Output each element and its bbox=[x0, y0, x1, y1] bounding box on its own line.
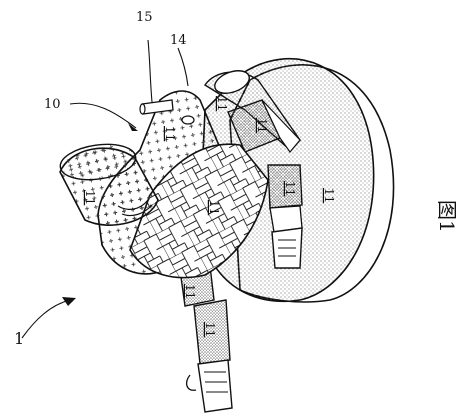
part-label-shell: 11 bbox=[163, 126, 177, 141]
right-leg bbox=[267, 164, 303, 269]
part-label-head: 11 bbox=[83, 190, 97, 205]
label-10: 10 bbox=[44, 97, 61, 112]
upper-arm bbox=[204, 70, 301, 153]
leader-14 bbox=[177, 47, 189, 87]
arrowhead-1 bbox=[62, 297, 76, 306]
leader-1 bbox=[21, 299, 71, 339]
label-1: 1 bbox=[14, 329, 24, 348]
part-label-brick: 11 bbox=[207, 200, 221, 215]
part-label-left-leg: 11 bbox=[203, 322, 217, 337]
brick-panel bbox=[129, 143, 269, 279]
tube-15 bbox=[139, 39, 174, 115]
head-cylinder bbox=[59, 143, 159, 226]
part-label-base: 11 bbox=[322, 188, 336, 203]
arrowheads bbox=[62, 123, 138, 306]
part-label-arm-mid: 11 bbox=[255, 118, 269, 133]
part-label-left-hip: 11 bbox=[183, 284, 197, 299]
part-label-arm-top: 11 bbox=[215, 96, 229, 111]
arrowhead-10 bbox=[128, 123, 138, 131]
figure-caption: 图1 bbox=[435, 200, 459, 233]
label-15: 15 bbox=[136, 10, 153, 25]
part-label-right-leg: 11 bbox=[283, 181, 297, 196]
leader-lines bbox=[21, 47, 189, 339]
label-14: 14 bbox=[170, 33, 187, 48]
leader-10 bbox=[69, 102, 137, 129]
